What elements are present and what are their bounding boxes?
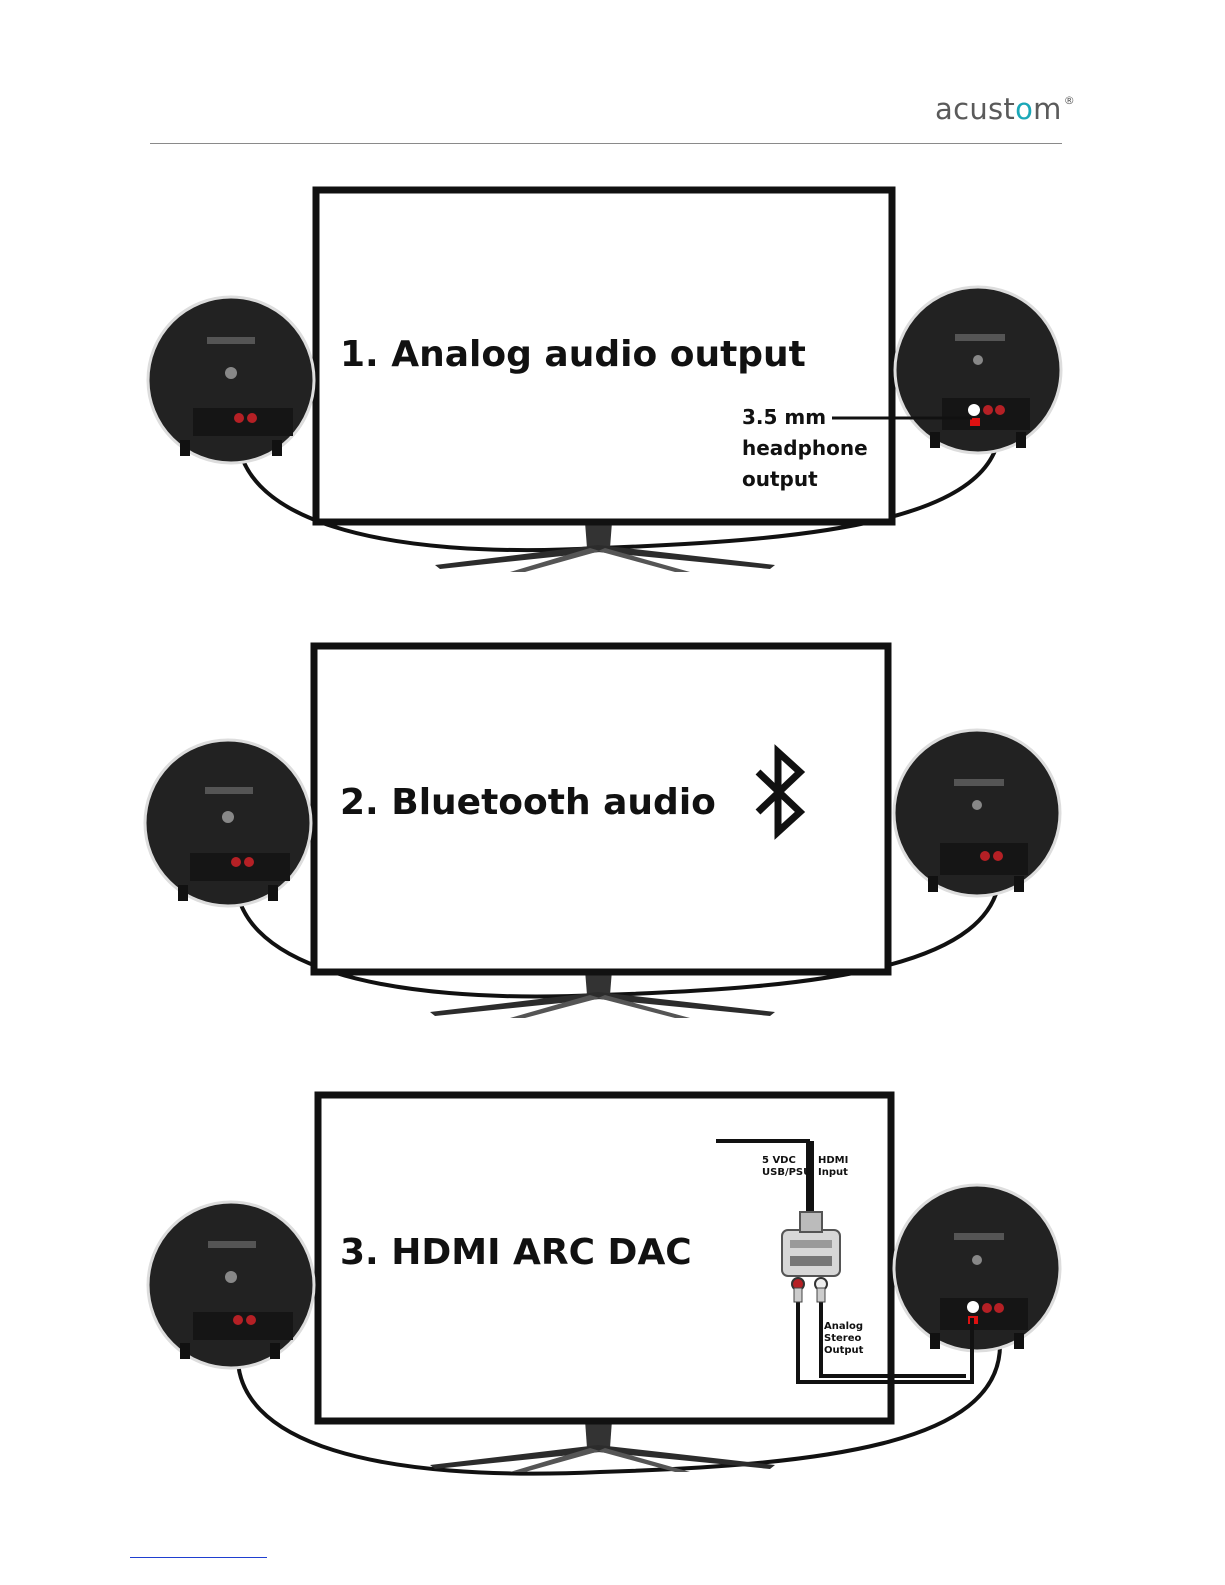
footer-link-underline[interactable] (130, 1557, 267, 1558)
right-speaker (894, 1185, 1060, 1351)
power-label-line-1: 5 VDC (762, 1155, 811, 1167)
scene-hdmi-arc-dac: 3. HDMI ARC DAC 5 VDC USB/PSU HDMI Input… (0, 0, 1225, 1490)
hdmi-label-line-1: HDMI (818, 1155, 848, 1167)
tv-stand (430, 1420, 775, 1472)
power-label-line-2: USB/PSU (762, 1167, 811, 1179)
hdmi-label-line-2: Input (818, 1167, 848, 1179)
left-speaker (148, 1202, 314, 1368)
hdmi-input-label: HDMI Input (818, 1155, 848, 1179)
analog-output-label: Analog Stereo Output (824, 1321, 863, 1357)
scene-title: 3. HDMI ARC DAC (340, 1232, 692, 1273)
analog-label-line-3: Output (824, 1345, 863, 1357)
power-input-label: 5 VDC USB/PSU (762, 1155, 811, 1179)
analog-label-line-1: Analog (824, 1321, 863, 1333)
analog-label-line-2: Stereo (824, 1333, 863, 1345)
